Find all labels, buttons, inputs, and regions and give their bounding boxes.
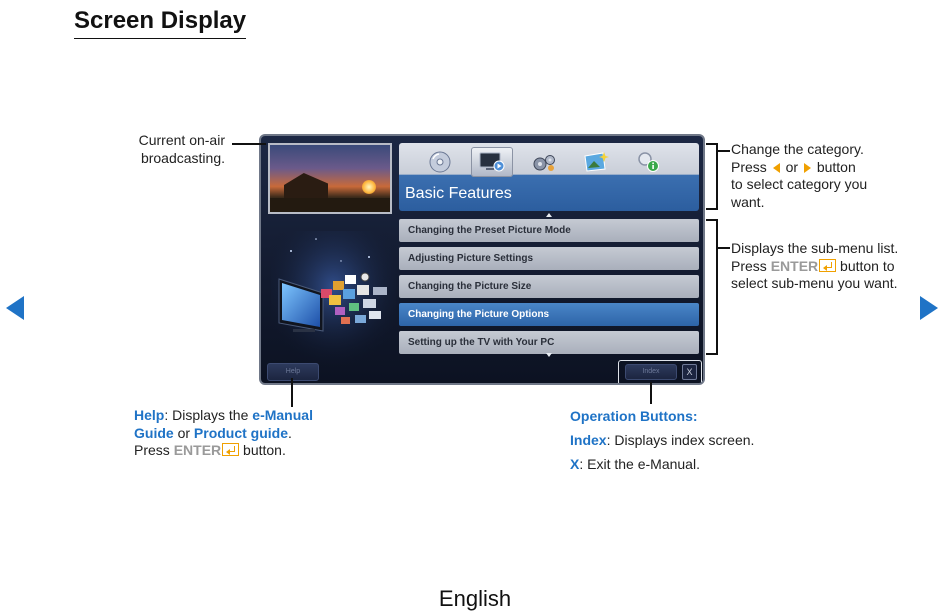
submenu-press-line: Press ENTER button to	[731, 257, 895, 274]
e-manual-link[interactable]: Guide	[134, 424, 174, 441]
help-callout: Help: Displays the e-Manual Guide or Pro…	[134, 407, 334, 460]
onair-callout: Current on-air broadcasting.	[110, 132, 225, 167]
x-term: X	[570, 456, 580, 472]
help-term: Help	[134, 407, 165, 423]
submenu-line: select sub-menu you want.	[731, 275, 898, 291]
tv-media-illustration	[271, 231, 396, 371]
menu-item-selected[interactable]: Changing the Picture Options	[399, 303, 699, 326]
menu-item[interactable]: Changing the Picture Size	[399, 275, 699, 298]
submenu-line: Displays the sub-menu list.	[731, 240, 899, 256]
previous-page-arrow-icon[interactable]	[6, 296, 24, 320]
category-panel: Basic Features	[399, 143, 699, 211]
submenu-callout-line	[718, 247, 730, 249]
page-title: Screen Display	[74, 6, 247, 39]
on-air-thumbnail	[268, 143, 392, 214]
category-line: want.	[731, 193, 765, 210]
index-button[interactable]: Index	[625, 364, 677, 380]
sub-menu-list: Changing the Preset Picture Mode Adjusti…	[399, 219, 699, 359]
help-button[interactable]: Help	[267, 363, 319, 381]
onair-line: broadcasting.	[140, 149, 225, 166]
submenu-callout: Displays the sub-menu list. Press ENTER …	[731, 240, 931, 293]
help-line: Guide or Product guide.	[134, 424, 292, 441]
menu-item[interactable]: Changing the Preset Picture Mode	[399, 219, 699, 242]
next-page-arrow-icon[interactable]	[920, 296, 938, 320]
left-arrow-icon	[772, 162, 780, 173]
category-label: Basic Features	[405, 185, 512, 202]
disc-icon[interactable]	[419, 147, 461, 177]
operation-heading: Operation Buttons:	[570, 408, 698, 424]
help-line: Help: Displays the e-Manual	[134, 407, 313, 423]
product-guide-link[interactable]: Product guide	[193, 424, 289, 441]
tv-screen: Basic Features Changing the Preset Pictu…	[259, 134, 705, 385]
category-line: to select category you	[731, 176, 868, 192]
category-callout: Change the category. Press or button to …	[731, 141, 931, 211]
enter-label: ENTER	[770, 257, 819, 274]
category-callout-line	[718, 150, 730, 152]
help-callout-line	[291, 378, 293, 407]
video-play-icon[interactable]	[471, 147, 513, 177]
footer-language: English	[438, 586, 512, 611]
right-arrow-icon	[803, 162, 811, 173]
close-button[interactable]: X	[682, 364, 697, 380]
e-manual-link[interactable]: e-Manual	[252, 407, 313, 423]
enter-label: ENTER	[173, 442, 222, 458]
menu-item[interactable]: Adjusting Picture Settings	[399, 247, 699, 270]
index-description: Index: Displays index screen.	[570, 432, 755, 448]
onair-callout-line	[232, 143, 266, 145]
category-line: Change the category.	[731, 141, 864, 157]
enter-icon	[222, 443, 240, 456]
submenu-bracket	[706, 219, 718, 355]
scroll-up-icon[interactable]	[546, 213, 552, 217]
category-icon-row	[419, 147, 669, 177]
picture-sparkle-icon[interactable]	[575, 147, 617, 177]
index-term: Index	[570, 432, 607, 448]
onair-line: Current on-air	[138, 132, 225, 148]
menu-item[interactable]: Setting up the TV with Your PC	[399, 331, 699, 354]
x-description: X: Exit the e-Manual.	[570, 456, 700, 472]
info-search-icon[interactable]	[627, 147, 669, 177]
operation-callout-line	[650, 382, 652, 404]
operation-callout: Operation Buttons: Index: Displays index…	[570, 404, 830, 476]
scroll-down-icon[interactable]	[546, 353, 552, 357]
category-press-line: Press or button	[731, 158, 856, 175]
help-press-line: Press ENTER button.	[134, 442, 286, 458]
operation-buttons: Index X	[618, 360, 702, 383]
enter-icon	[819, 258, 837, 272]
category-bracket	[706, 143, 718, 210]
gears-icon[interactable]	[523, 147, 565, 177]
